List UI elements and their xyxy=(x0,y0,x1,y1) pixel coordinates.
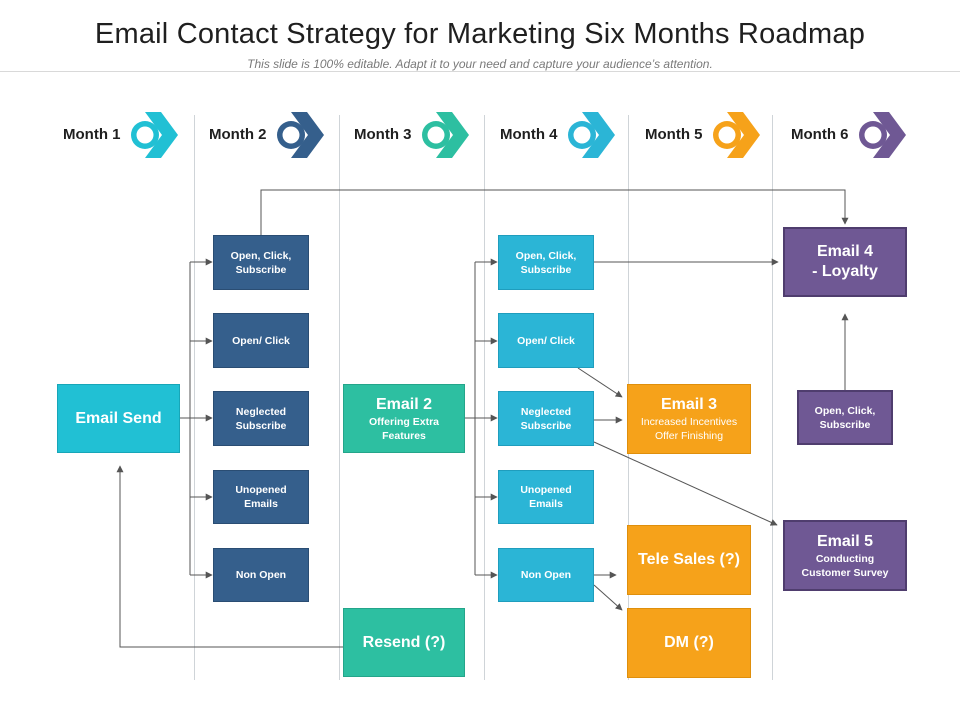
m2-non-open-box: Non Open xyxy=(213,548,309,602)
arrow-circle-icon xyxy=(277,112,324,158)
box-label: Non Open xyxy=(235,569,287,581)
arrow-circle-icon xyxy=(131,112,178,158)
connector xyxy=(593,441,778,526)
column-divider xyxy=(484,115,485,680)
m4-open-click-box: Open/ Click xyxy=(498,313,594,368)
email-send-label: Email Send xyxy=(75,409,162,427)
box-label: Open, Click, Subscribe xyxy=(515,249,577,276)
tele-sales-label: Tele Sales (?) xyxy=(638,551,740,568)
email-3-title: Email 3 xyxy=(660,396,718,413)
m2-neglected-subscribe-box: Neglected Subscribe xyxy=(213,391,309,446)
column-divider xyxy=(194,115,195,680)
connector xyxy=(116,465,343,648)
m4-neglected-subscribe-box: Neglected Subscribe xyxy=(498,391,594,446)
box-label: Open, Click, Subscribe xyxy=(814,404,876,431)
email-4-title-line2: - Loyalty xyxy=(812,263,878,280)
email-4-box: Email 4 - Loyalty xyxy=(783,227,907,297)
month-4-label: Month 4 xyxy=(500,126,558,143)
box-label: Open, Click, Subscribe xyxy=(230,249,292,276)
m4-open-click-subscribe-box: Open, Click, Subscribe xyxy=(498,235,594,290)
connector xyxy=(260,189,849,235)
resend-box: Resend (?) xyxy=(343,608,465,677)
month-2-label: Month 2 xyxy=(209,126,267,143)
page-title: Email Contact Strategy for Marketing Six… xyxy=(94,18,866,50)
box-label: Unopened Emails xyxy=(520,484,572,510)
tele-sales-box: Tele Sales (?) xyxy=(627,525,751,595)
m6-open-click-subscribe-box: Open, Click, Subscribe xyxy=(797,390,893,445)
m4-unopened-emails-box: Unopened Emails xyxy=(498,470,594,524)
email-2-title: Email 2 xyxy=(375,395,433,413)
email-3-box: Email 3 Increased Incentives Offer Finis… xyxy=(627,384,751,454)
box-label: Neglected Subscribe xyxy=(235,405,287,432)
m4-non-open-box: Non Open xyxy=(498,548,594,602)
header-divider xyxy=(0,71,960,72)
email-5-subtitle: Conducting Customer Survey xyxy=(801,552,889,579)
box-label: Unopened Emails xyxy=(235,484,287,510)
month-3-label: Month 3 xyxy=(354,126,412,143)
column-divider xyxy=(339,115,340,680)
resend-label: Resend (?) xyxy=(362,633,446,651)
connector xyxy=(577,367,623,398)
arrow-circle-icon xyxy=(859,112,906,158)
email-2-subtitle: Offering Extra Features xyxy=(368,415,439,442)
box-label: Open/ Click xyxy=(232,334,290,347)
month-1-label: Month 1 xyxy=(63,126,121,143)
month-5-label: Month 5 xyxy=(645,126,703,143)
m2-open-click-box: Open/ Click xyxy=(213,313,309,368)
email-5-title: Email 5 xyxy=(816,532,874,550)
email-3-subtitle: Increased Incentives Offer Finishing xyxy=(640,416,738,442)
dm-box: DM (?) xyxy=(627,608,751,678)
email-5-box: Email 5 Conducting Customer Survey xyxy=(783,520,907,591)
email-4-title: Email 4 xyxy=(816,243,874,260)
box-label: Open/ Click xyxy=(517,334,575,347)
m2-open-click-subscribe-box: Open, Click, Subscribe xyxy=(213,235,309,290)
arrow-circle-icon xyxy=(422,112,469,158)
arrow-circle-icon xyxy=(568,112,615,158)
page-subtitle: This slide is 100% editable. Adapt it to… xyxy=(247,57,713,71)
email-send-box: Email Send xyxy=(57,384,180,453)
connector xyxy=(593,584,623,611)
email-2-box: Email 2 Offering Extra Features xyxy=(343,384,465,453)
dm-label: DM (?) xyxy=(664,634,714,651)
box-label: Non Open xyxy=(520,569,572,581)
column-divider xyxy=(772,115,773,680)
arrow-circle-icon xyxy=(713,112,760,158)
month-6-label: Month 6 xyxy=(791,126,849,143)
box-label: Neglected Subscribe xyxy=(520,405,572,432)
m2-unopened-emails-box: Unopened Emails xyxy=(213,470,309,524)
